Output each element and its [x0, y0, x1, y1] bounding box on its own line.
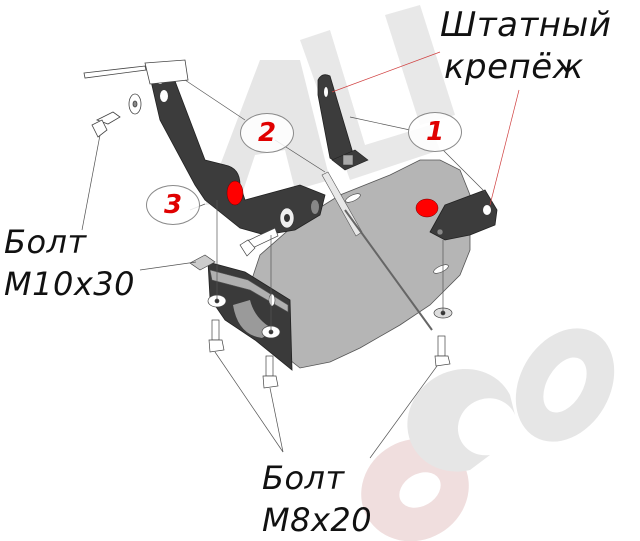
bar-plate: [321, 171, 433, 331]
bracket-2: [147, 62, 326, 236]
bracket-1: [415, 189, 498, 241]
marker-3: [226, 180, 244, 206]
callout-number: 1: [425, 117, 445, 147]
watermark: [205, 5, 615, 541]
callout-3: 3: [146, 185, 200, 225]
marker-1: [415, 198, 439, 218]
leader-lines-red: [331, 51, 520, 206]
stock-mount-label-line2: крепёж: [444, 47, 584, 87]
stock-mount-label-line1: Штатный: [440, 5, 612, 45]
bolt-m8-label-line1: Болт: [262, 459, 345, 497]
bolt-m10-label-line2: M10x30: [4, 265, 135, 303]
callout-2: 2: [240, 113, 294, 153]
bolt-m10-middle: [189, 227, 279, 271]
stock-mount-bracket: [317, 74, 369, 171]
callout-number: 2: [257, 118, 277, 148]
bolt-m8-label-line2: M8x20: [262, 501, 373, 539]
callout-1: 1: [408, 112, 462, 152]
callout-number: 3: [163, 190, 183, 220]
top-left-hardware: [83, 59, 189, 138]
leader-lines: [81, 79, 486, 459]
bolt-m10-label-line1: Болт: [4, 223, 87, 261]
